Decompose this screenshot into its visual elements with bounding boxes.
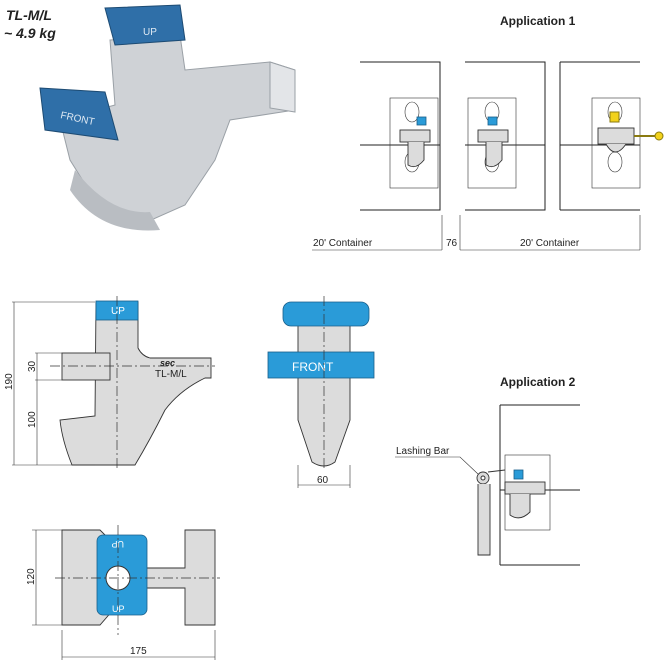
photo-up-label: UP <box>143 27 157 38</box>
product-photo: UP FRONT <box>39 4 296 231</box>
application1-title: Application 1 <box>500 14 576 28</box>
application1-diagram: 20' Container 76 20' Container <box>312 61 664 251</box>
side-up-label: UP <box>111 306 125 317</box>
application2-title: Application 2 <box>500 375 576 389</box>
front-view-drawing: FRONT 60 <box>267 296 375 488</box>
side-view-drawing: UP sec TL-M/L 190 30 100 <box>4 296 215 470</box>
product-name: TL-M/L <box>6 7 52 23</box>
top-up-label: UP <box>112 604 125 614</box>
dim-height-190: 190 <box>4 373 15 390</box>
front-band-label: FRONT <box>292 360 334 374</box>
dim-lower-100: 100 <box>27 411 38 428</box>
product-weight: ~ 4.9 kg <box>4 25 56 41</box>
dim-width-120: 120 <box>26 568 37 585</box>
dim-width-60: 60 <box>317 475 329 486</box>
top-view-drawing: UP UP 120 175 <box>26 525 220 660</box>
right-container-label: 20' Container <box>520 238 580 249</box>
dim-length-175: 175 <box>130 646 147 657</box>
gap-dimension: 76 <box>446 238 458 249</box>
side-logo: sec <box>160 358 175 368</box>
left-container-label: 20' Container <box>313 238 373 249</box>
dim-bar-30: 30 <box>27 360 38 372</box>
lashing-bar-label: Lashing Bar <box>396 446 450 457</box>
side-model-label: TL-M/L <box>155 369 187 380</box>
application2-diagram: Lashing Bar <box>395 404 580 566</box>
